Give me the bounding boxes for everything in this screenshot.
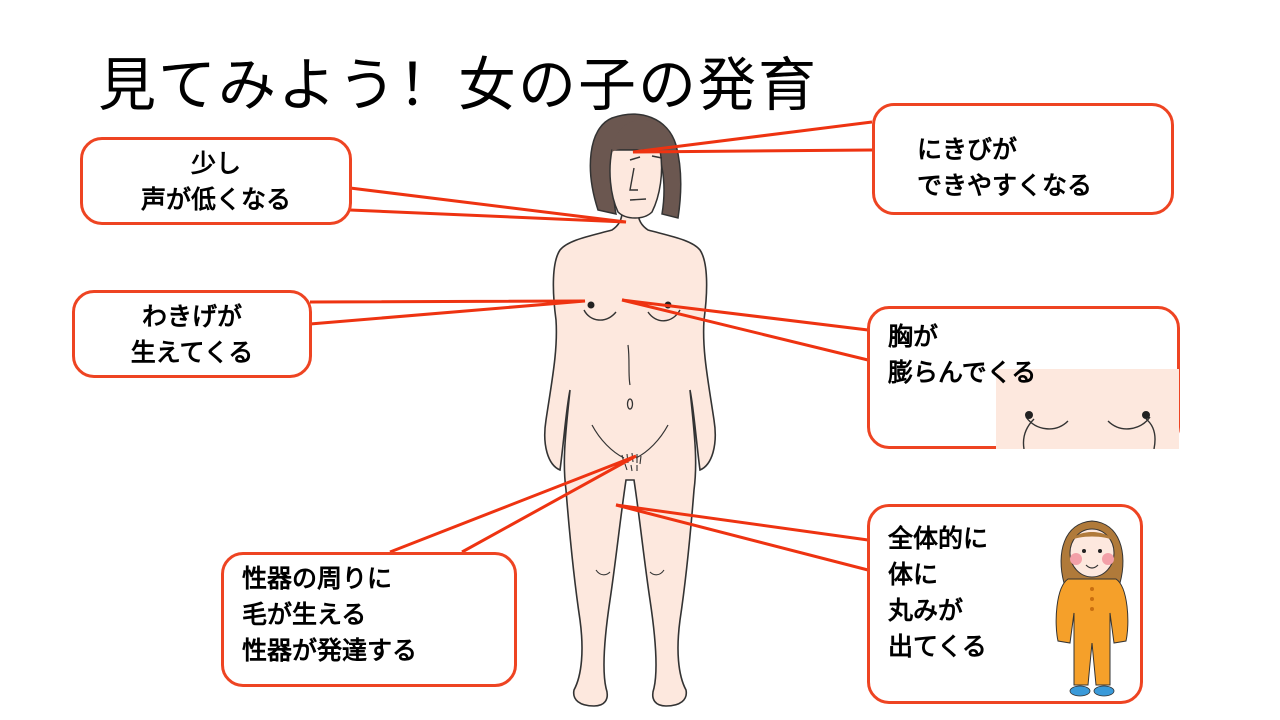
callout-round-body: 全体的に 体に 丸みが 出てくる [867, 504, 1143, 704]
callout-acne: にきびが できやすくなる [872, 103, 1174, 215]
callout-genital-line-1: 性器の周りに [242, 564, 393, 593]
callout-round-line-1: 全体的に [888, 524, 989, 553]
face [609, 149, 663, 219]
callout-voice: 少し 声が低くなる [80, 137, 352, 225]
callout-acne-line-2: できやすくなる [917, 171, 1093, 200]
callout-round-line-3: 丸みが [888, 596, 964, 625]
callout-armpit: わきげが 生えてくる [72, 290, 312, 378]
callout-acne-line-1: にきびが [917, 135, 1018, 164]
callout-round-line-4: 出てくる [888, 632, 987, 661]
callout-genital: 性器の周りに 毛が生える 性器が発達する [221, 552, 517, 687]
callout-genital-line-3: 性器が発達する [242, 636, 418, 665]
callout-genital-line-2: 毛が生える [242, 600, 367, 629]
callout-breast-line-2: 膨らんでくる [888, 358, 1037, 387]
callout-voice-line-1: 少し [190, 149, 241, 178]
pointer-lines [309, 120, 873, 572]
child-illustration [1055, 520, 1129, 697]
callout-round-line-2: 体に [888, 560, 939, 589]
hair-top [612, 119, 674, 160]
callout-armpit-line-2: 生えてくる [130, 338, 254, 367]
callout-voice-line-2: 声が低くなる [140, 185, 291, 214]
callout-breast: 胸が 膨らんでくる [867, 306, 1180, 449]
breast-inset-illustration [996, 369, 1179, 449]
page-title: 見てみよう！女の子の発育 [98, 51, 819, 119]
callout-breast-line-1: 胸が [888, 322, 939, 351]
callout-armpit-line-1: わきげが [141, 302, 242, 331]
